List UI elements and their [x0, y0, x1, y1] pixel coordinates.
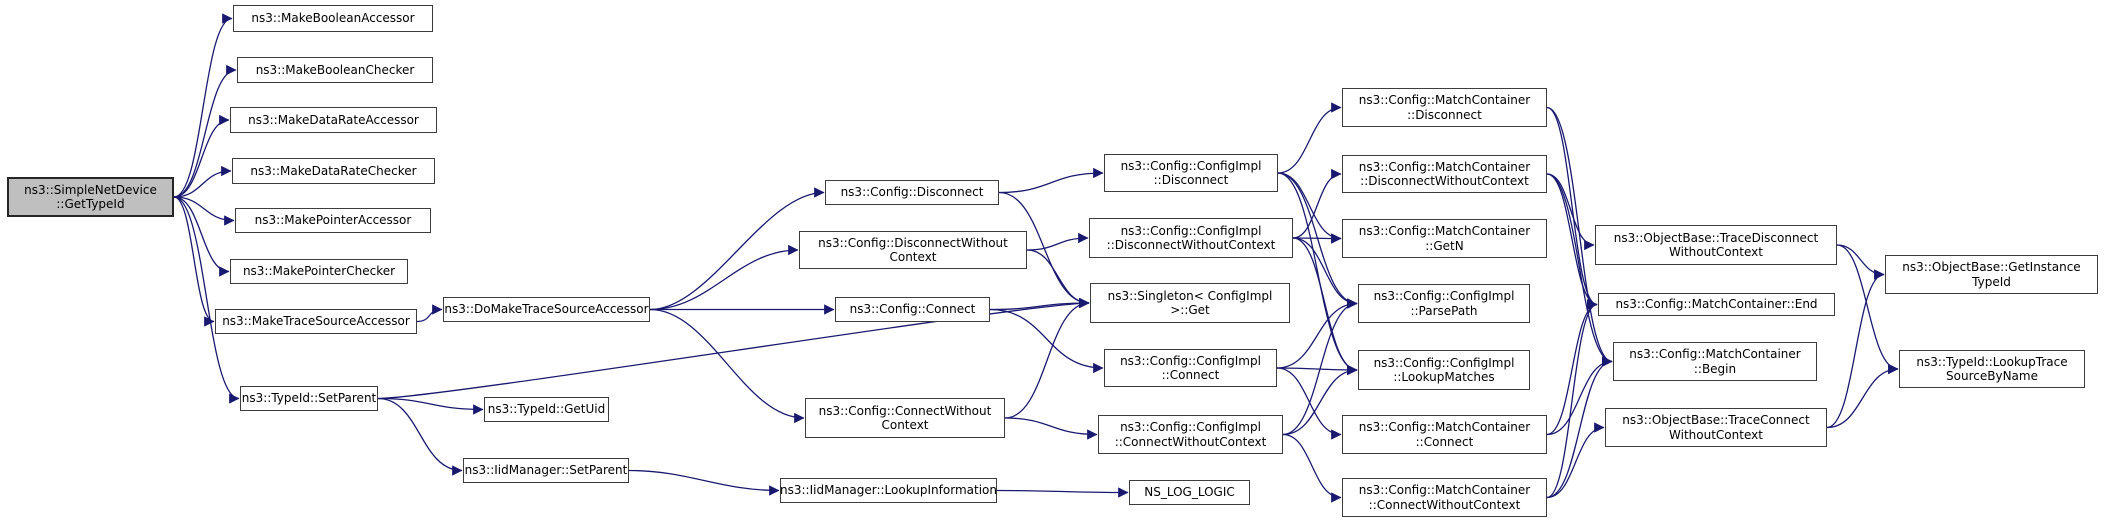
edge-getTypeId-to-typeIdSetParent	[173, 196, 240, 404]
edge-getTypeId-to-makeTraceSourceAccessor	[173, 196, 215, 327]
edge-configDisconnectWithoutContext-to-configImplDisconnectWithoutContext	[1026, 232, 1089, 251]
edge-matchContainerConnect-to-matchContainerBegin	[1546, 356, 1613, 436]
edge-configImplDisconnectWithoutContext-to-matchContainerGetN	[1292, 233, 1342, 244]
graph-node-configImplConnect[interactable]: ns3::Config::ConfigImpl ::Connect	[1104, 349, 1277, 387]
edge-matchContainerConnectWithoutContext-to-matchContainerBegin	[1546, 356, 1613, 499]
edge-configImplConnect-to-configImplParsePath	[1276, 298, 1358, 369]
graph-node-makeBooleanChecker[interactable]: ns3::MakeBooleanChecker	[237, 57, 433, 83]
graph-node-configDisconnect[interactable]: ns3::Config::Disconnect	[825, 180, 999, 205]
edge-matchContainerDisconnect-to-matchContainerEnd	[1546, 106, 1598, 310]
graph-node-makePointerAccessor[interactable]: ns3::MakePointerAccessor	[235, 208, 431, 233]
graph-node-configImplDisconnectWithoutContext[interactable]: ns3::Config::ConfigImpl ::DisconnectWith…	[1089, 218, 1293, 258]
edge-iidManagerLookupInformation-to-nsLogLogic	[996, 487, 1129, 498]
edge-typeIdSetParent-to-typeIdGetUid	[377, 397, 484, 415]
edge-configConnect-to-configImplConnect	[989, 308, 1104, 374]
edge-configDisconnect-to-configImplDisconnect	[998, 167, 1104, 194]
edge-getTypeId-to-makePointerChecker	[173, 196, 230, 277]
graph-node-makeDataRateAccessor[interactable]: ns3::MakeDataRateAccessor	[230, 107, 437, 133]
edge-configImplDisconnectWithoutContext-to-configImplLookupMatches	[1292, 237, 1358, 376]
graph-node-nsLogLogic[interactable]: NS_LOG_LOGIC	[1129, 480, 1250, 505]
edge-getTypeId-to-makeBooleanChecker	[173, 64, 237, 198]
graph-node-configDisconnectWithoutContext[interactable]: ns3::Config::DisconnectWithout Context	[799, 231, 1027, 269]
graph-node-makeDataRateChecker[interactable]: ns3::MakeDataRateChecker	[232, 158, 435, 184]
edge-typeIdSetParent-to-iidManagerSetParent	[377, 397, 463, 476]
graph-node-traceConnectWithoutContext[interactable]: ns3::ObjectBase::TraceConnect WithoutCon…	[1605, 408, 1827, 447]
graph-node-makeTraceSourceAccessor[interactable]: ns3::MakeTraceSourceAccessor	[215, 309, 417, 334]
edge-configImplConnectWithoutContext-to-configImplLookupMatches	[1282, 364, 1358, 436]
graph-node-singletonGet[interactable]: ns3::Singleton< ConfigImpl >::Get	[1090, 283, 1290, 323]
edge-configConnectWithoutContext-to-configImplConnectWithoutContext	[1004, 417, 1098, 440]
edge-configImplDisconnect-to-matchContainerDisconnect	[1277, 102, 1342, 174]
graph-node-iidManagerLookupInformation[interactable]: ns3::IidManager::LookupInformation	[780, 478, 997, 503]
edge-configImplConnect-to-configImplLookupMatches	[1276, 364, 1358, 376]
graph-node-getInstanceTypeId[interactable]: ns3::ObjectBase::GetInstance TypeId	[1885, 255, 2098, 294]
graph-node-matchContainerBegin[interactable]: ns3::Config::MatchContainer ::Begin	[1613, 342, 1817, 381]
edge-matchContainerDisconnect-to-matchContainerBegin	[1546, 106, 1613, 367]
graph-node-typeIdGetUid[interactable]: ns3::TypeId::GetUid	[484, 397, 609, 422]
edge-iidManagerSetParent-to-iidManagerLookupInformation	[628, 469, 780, 496]
edge-matchContainerConnectWithoutContext-to-traceConnectWithoutContext	[1546, 422, 1605, 499]
edge-configImplDisconnect-to-configImplLookupMatches	[1277, 172, 1358, 376]
edge-configConnectWithoutContext-to-singletonGet	[1004, 297, 1090, 419]
edge-getTypeId-to-makeDataRateAccessor	[173, 114, 230, 198]
graph-node-configConnect[interactable]: ns3::Config::Connect	[835, 297, 990, 322]
edge-doMakeTraceSourceAccessor-to-configDisconnectWithoutContext	[649, 244, 799, 311]
graph-node-configConnectWithoutContext[interactable]: ns3::Config::ConnectWithout Context	[805, 398, 1005, 438]
graph-node-traceDisconnectWithoutContext[interactable]: ns3::ObjectBase::TraceDisconnect Without…	[1595, 225, 1837, 265]
graph-node-matchContainerConnect[interactable]: ns3::Config::MatchContainer ::Connect	[1342, 415, 1547, 454]
graph-node-typeIdSetParent[interactable]: ns3::TypeId::SetParent	[240, 386, 378, 411]
edge-configImplConnectWithoutContext-to-matchContainerConnectWithoutContext	[1282, 433, 1342, 503]
edge-matchContainerDisconnectWithoutContext-to-matchContainerBegin	[1546, 173, 1613, 367]
edge-configImplConnectWithoutContext-to-configImplParsePath	[1282, 298, 1358, 436]
graph-node-matchContainerEnd[interactable]: ns3::Config::MatchContainer::End	[1598, 293, 1835, 316]
edge-getTypeId-to-makeDataRateChecker	[173, 165, 232, 198]
graph-node-configImplDisconnect[interactable]: ns3::Config::ConfigImpl ::Disconnect	[1104, 154, 1278, 192]
edge-makeTraceSourceAccessor-to-doMakeTraceSourceAccessor	[416, 304, 443, 323]
graph-node-matchContainerDisconnect[interactable]: ns3::Config::MatchContainer ::Disconnect	[1342, 88, 1547, 127]
edge-getTypeId-to-makeBooleanAccessor	[173, 13, 233, 198]
graph-node-doMakeTraceSourceAccessor[interactable]: ns3::DoMakeTraceSourceAccessor	[443, 297, 650, 322]
graph-node-matchContainerGetN[interactable]: ns3::Config::MatchContainer ::GetN	[1342, 219, 1547, 258]
graph-node-matchContainerDisconnectWithoutContext[interactable]: ns3::Config::MatchContainer ::Disconnect…	[1342, 155, 1547, 193]
graph-node-lookupTraceSourceByName[interactable]: ns3::TypeId::LookupTrace SourceByName	[1899, 350, 2085, 388]
graph-node-getTypeId: ns3::SimpleNetDevice ::GetTypeId	[7, 177, 174, 217]
graph-node-configImplParsePath[interactable]: ns3::Config::ConfigImpl ::ParsePath	[1358, 284, 1530, 323]
edge-traceConnectWithoutContext-to-lookupTraceSourceByName	[1826, 363, 1899, 429]
edge-traceConnectWithoutContext-to-getInstanceTypeId	[1826, 269, 1885, 429]
edge-typeIdSetParent-to-singletonGet	[377, 297, 1090, 400]
graph-node-configImplConnectWithoutContext[interactable]: ns3::Config::ConfigImpl ::ConnectWithout…	[1098, 415, 1283, 454]
edge-doMakeTraceSourceAccessor-to-configConnectWithoutContext	[649, 308, 805, 424]
edge-matchContainerConnect-to-matchContainerEnd	[1546, 299, 1598, 436]
edge-doMakeTraceSourceAccessor-to-configDisconnect	[649, 187, 825, 311]
edge-configImplDisconnectWithoutContext-to-matchContainerDisconnectWithoutContext	[1292, 168, 1342, 239]
edge-matchContainerConnectWithoutContext-to-matchContainerEnd	[1546, 299, 1598, 499]
edge-traceDisconnectWithoutContext-to-getInstanceTypeId	[1836, 244, 1885, 280]
graph-node-makeBooleanAccessor[interactable]: ns3::MakeBooleanAccessor	[233, 5, 433, 32]
edge-matchContainerDisconnectWithoutContext-to-matchContainerEnd	[1546, 173, 1598, 310]
graph-node-matchContainerConnectWithoutContext[interactable]: ns3::Config::MatchContainer ::ConnectWit…	[1342, 478, 1547, 517]
graph-node-configImplLookupMatches[interactable]: ns3::Config::ConfigImpl ::LookupMatches	[1358, 350, 1530, 390]
edge-getTypeId-to-makePointerAccessor	[173, 196, 235, 226]
graph-node-makePointerChecker[interactable]: ns3::MakePointerChecker	[230, 259, 408, 284]
edge-configDisconnectWithoutContext-to-singletonGet	[1026, 249, 1090, 309]
edge-configConnect-to-singletonGet	[989, 297, 1090, 311]
graph-node-iidManagerSetParent[interactable]: ns3::IidManager::SetParent	[463, 458, 629, 483]
edge-configImplConnect-to-matchContainerConnect	[1276, 367, 1342, 440]
